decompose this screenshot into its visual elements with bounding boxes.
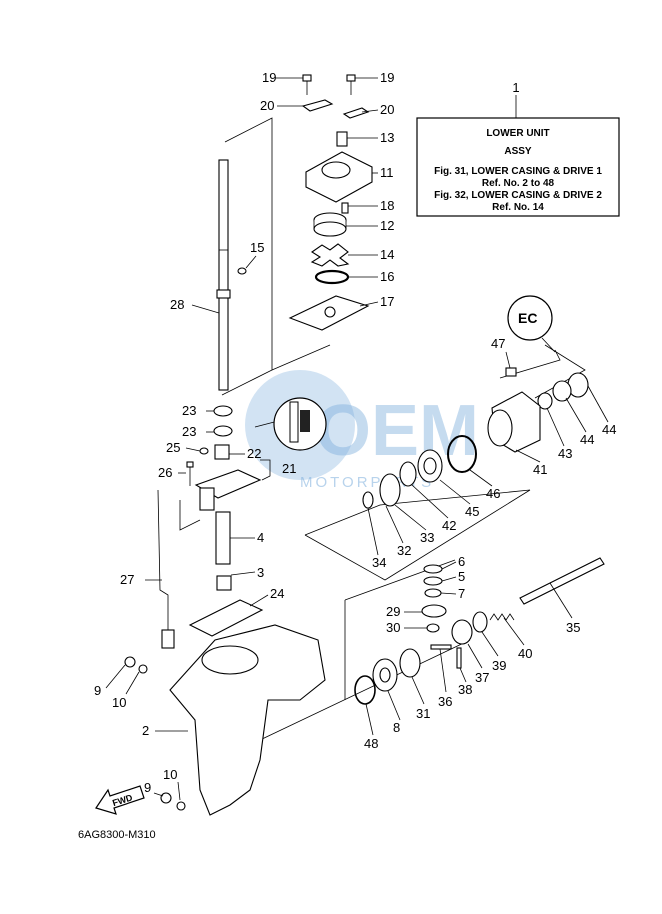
watermark-text: OEM: [315, 391, 479, 471]
callout-34: 34: [372, 555, 386, 570]
callout-13: 13: [380, 130, 394, 145]
callout-31: 31: [416, 706, 430, 721]
callout-11: 11: [380, 165, 394, 180]
callout-35: 35: [566, 620, 580, 635]
ref-line-3: Fig. 31, LOWER CASING & DRIVE 1: [434, 166, 602, 177]
callout-15: 15: [250, 240, 264, 255]
callout-38: 38: [458, 682, 472, 697]
callout-23-upper: 23: [182, 403, 196, 418]
ref-line-6: Ref. No. 14: [492, 202, 544, 213]
callout-4: 4: [257, 530, 264, 545]
callout-8: 8: [393, 720, 400, 735]
callout-16: 16: [380, 269, 394, 284]
callout-39: 39: [492, 658, 506, 673]
callout-26: 26: [158, 465, 172, 480]
callout-32: 32: [397, 543, 411, 558]
callout-21: 21: [282, 461, 296, 476]
callout-44-right: 44: [602, 422, 616, 437]
reference-box: LOWER UNIT ASSY Fig. 31, LOWER CASING & …: [416, 95, 620, 217]
callout-1: 1: [512, 80, 519, 95]
grease-symbol: EC: [507, 295, 556, 353]
callout-33: 33: [420, 530, 434, 545]
ref-line-5: Fig. 32, LOWER CASING & DRIVE 2: [434, 190, 602, 201]
callout-6: 6: [458, 554, 465, 569]
callout-43: 43: [558, 446, 572, 461]
ref-line-2: ASSY: [504, 146, 532, 157]
callout-18: 18: [380, 198, 394, 213]
callout-46: 46: [486, 486, 500, 501]
callout-28: 28: [170, 297, 184, 312]
callout-48: 48: [364, 736, 378, 751]
callout-27: 27: [120, 572, 134, 587]
callout-9-lower: 9: [144, 780, 151, 795]
callout-45: 45: [465, 504, 479, 519]
callout-22: 22: [247, 446, 261, 461]
callout-41: 41: [533, 462, 547, 477]
callout-30: 30: [386, 620, 400, 635]
callout-19-left: 19: [262, 70, 276, 85]
watermark: OEM MOTORPARTS: [245, 370, 479, 491]
callout-29: 29: [386, 604, 400, 619]
callout-19-right: 19: [380, 70, 394, 85]
grease-ec-label: EC: [518, 310, 537, 326]
callout-14: 14: [380, 247, 394, 262]
callout-10-lower: 10: [163, 767, 177, 782]
callouts: 1 19 19 20 20 13 11 18 12 14 16 17 15 28…: [94, 70, 616, 795]
callout-3: 3: [257, 565, 264, 580]
callout-20-left: 20: [260, 98, 274, 113]
callout-10-upper: 10: [112, 695, 126, 710]
leader-lines: [105, 77, 609, 801]
ref-line-1: LOWER UNIT: [486, 128, 549, 139]
callout-47: 47: [491, 336, 505, 351]
callout-42: 42: [442, 518, 456, 533]
callout-40: 40: [518, 646, 532, 661]
callout-23-lower: 23: [182, 424, 196, 439]
callout-20-right: 20: [380, 102, 394, 117]
diagram-code: 6AG8300-M310: [78, 829, 156, 841]
callout-5: 5: [458, 569, 465, 584]
callout-25: 25: [166, 440, 180, 455]
callout-17: 17: [380, 294, 394, 309]
callout-12: 12: [380, 218, 394, 233]
callout-7: 7: [458, 586, 465, 601]
callout-44-left: 44: [580, 432, 594, 447]
callout-2: 2: [142, 723, 149, 738]
ref-line-4: Ref. No. 2 to 48: [482, 178, 555, 189]
callout-37: 37: [475, 670, 489, 685]
callout-36: 36: [438, 694, 452, 709]
parts: [124, 74, 605, 816]
callout-9-upper: 9: [94, 683, 101, 698]
callout-24: 24: [270, 586, 284, 601]
fwd-arrow-icon: FWD: [95, 785, 145, 815]
shaft-detail-bubble: [273, 397, 327, 451]
